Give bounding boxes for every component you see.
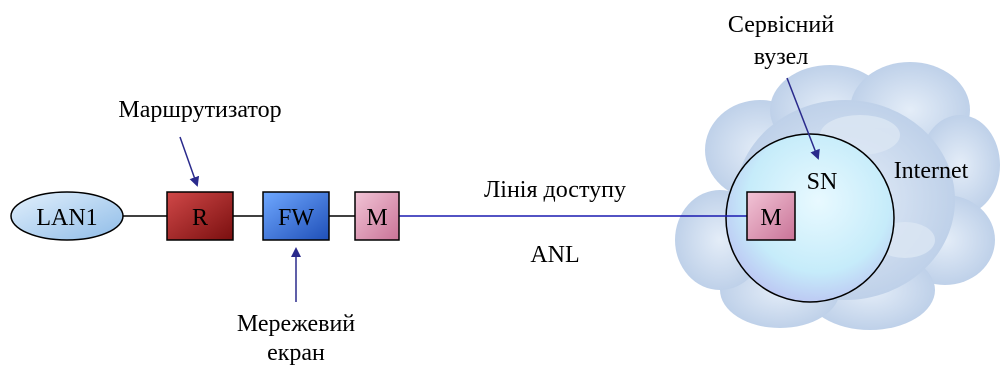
service-node-arrow-icon — [786, 77, 820, 160]
router-node — [166, 191, 234, 241]
access-line-code: ANL — [530, 242, 579, 268]
firewall-caption-line2: екран — [267, 340, 325, 366]
router-label: R — [192, 205, 208, 231]
internet-label: Internet — [894, 158, 969, 184]
service-node-caption-line1: Сервісний — [728, 12, 834, 38]
access-line-caption: Лінія доступу — [484, 177, 626, 203]
modem-remote-node — [746, 191, 796, 241]
service-node-label: SN — [807, 169, 838, 195]
router-caption: Маршрутизатор — [118, 97, 281, 123]
modem-remote-label: M — [760, 205, 781, 231]
service-node-circle — [725, 133, 895, 303]
firewall-node — [262, 191, 330, 241]
modem-local-label: M — [366, 205, 387, 231]
firewall-caption-line1: Мережевий — [237, 311, 355, 337]
service-node-caption-line2: вузел — [754, 44, 809, 70]
modem-local-node — [354, 191, 400, 241]
lan-label: LAN1 — [36, 205, 97, 231]
lan-node — [10, 191, 124, 241]
router-arrow-icon — [179, 136, 200, 187]
firewall-label: FW — [278, 205, 314, 231]
